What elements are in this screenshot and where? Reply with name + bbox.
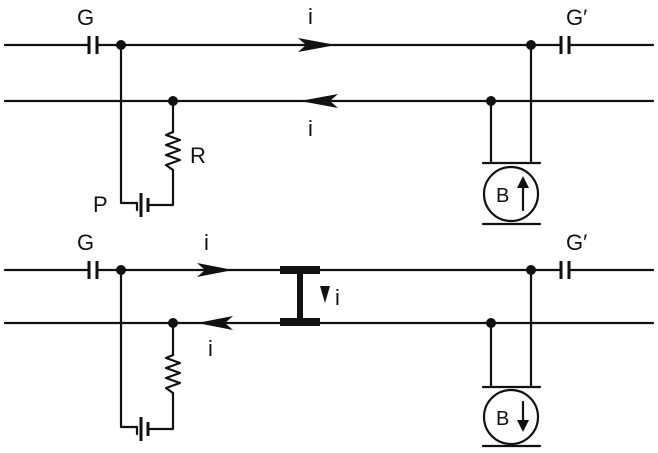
battery-to-resistor-wire xyxy=(147,168,175,207)
top-circuit: G G′ i i R P B xyxy=(3,4,655,226)
label-current-return: i xyxy=(308,116,313,141)
label-current-short: i xyxy=(335,285,340,310)
resistor xyxy=(164,353,182,395)
bell-down-arrow-icon xyxy=(517,420,529,432)
label-resistor-r: R xyxy=(190,143,206,168)
left-branch-wire xyxy=(119,268,139,429)
label-current-return: i xyxy=(208,336,213,361)
bell-b-circle xyxy=(482,388,540,446)
fault-short-bar xyxy=(297,270,303,322)
current-arrow-right xyxy=(197,263,233,277)
bell-b-circle xyxy=(482,165,540,223)
label-bell-b: B xyxy=(496,185,509,207)
current-arrow-right xyxy=(298,38,336,52)
resistor-r xyxy=(164,130,182,172)
bell-up-arrow-icon xyxy=(517,176,529,188)
label-g: G xyxy=(77,230,94,255)
current-arrow-left xyxy=(300,94,338,108)
label-g-prime: G′ xyxy=(566,5,587,30)
bottom-circuit: G G′ i i i B xyxy=(3,230,655,448)
label-current-top: i xyxy=(308,4,313,29)
label-battery-p: P xyxy=(93,192,108,217)
battery-to-resistor-wire xyxy=(147,391,175,431)
current-arrow-left xyxy=(197,316,233,330)
label-bell-b: B xyxy=(496,408,509,430)
label-g-prime: G′ xyxy=(566,230,587,255)
label-g: G xyxy=(77,5,94,30)
left-branch-wire xyxy=(119,43,139,205)
label-current-top: i xyxy=(204,230,209,255)
short-current-arrow-icon xyxy=(320,286,330,303)
